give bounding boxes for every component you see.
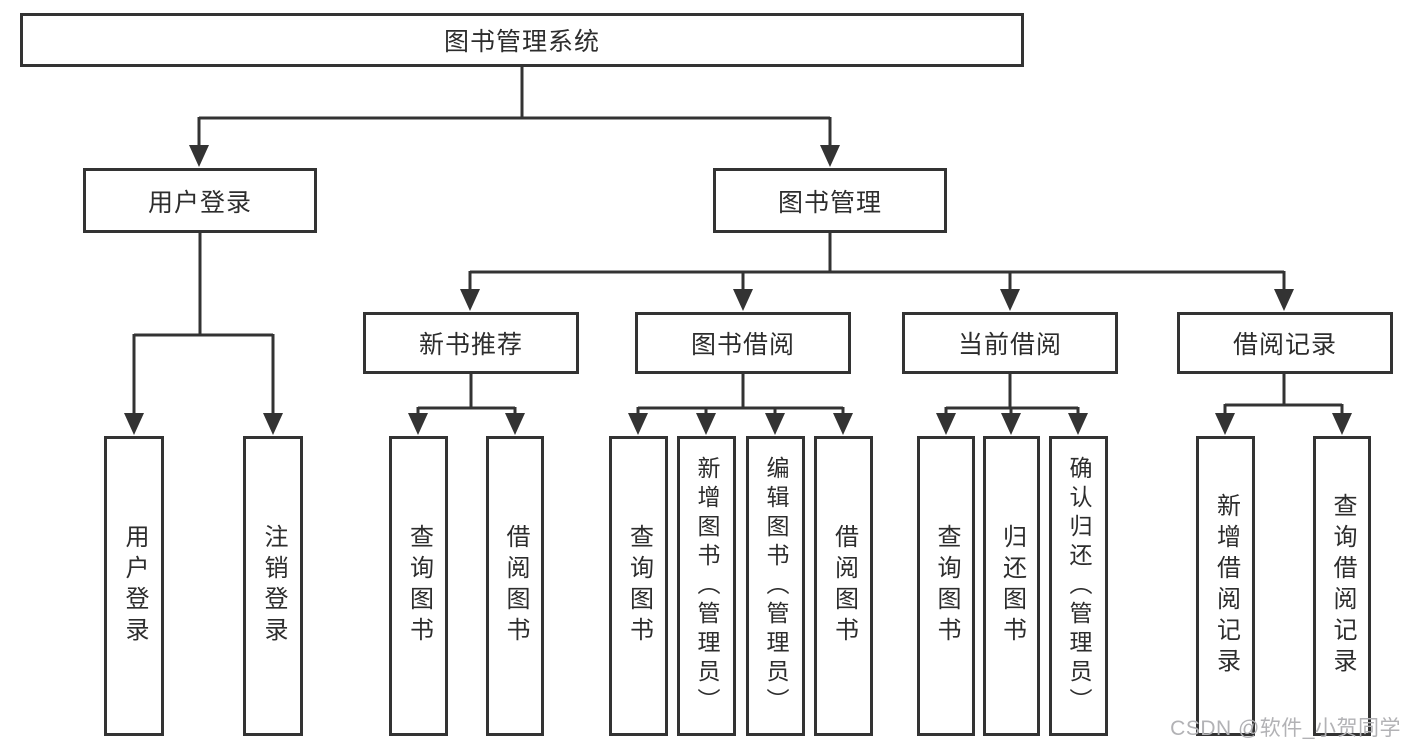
node-book-management-label: 图书管理 <box>777 188 882 217</box>
node-borrowing-records-label: 借阅记录 <box>1232 331 1337 359</box>
node-root-system: 图书管理系统 <box>20 13 1024 67</box>
node-borrowing-records: 借阅记录 <box>1177 312 1393 374</box>
leaf-cb-query-books-label: 查询图书 <box>933 524 960 648</box>
leaf-nbr-query-books: 查询图书 <box>389 436 448 736</box>
leaf-bb-query-books-label: 查询图书 <box>625 524 653 648</box>
leaf-bb-borrow-books: 借阅图书 <box>814 436 873 736</box>
leaf-cb-confirm-return-admin-label: 确认归还（管理员） <box>1066 455 1092 717</box>
leaf-bb-edit-books-admin: 编辑图书（管理员） <box>746 436 805 736</box>
node-new-book-recommend: 新书推荐 <box>363 312 579 374</box>
leaf-bb-edit-books-admin-label: 编辑图书（管理员） <box>763 455 789 717</box>
node-user-login-label: 用户登录 <box>147 188 252 217</box>
leaf-cb-confirm-return-admin: 确认归还（管理员） <box>1049 436 1108 736</box>
leaf-bb-query-books: 查询图书 <box>609 436 668 736</box>
node-book-borrowing: 图书借阅 <box>635 312 851 374</box>
leaf-br-add-record: 新增借阅记录 <box>1196 436 1255 736</box>
node-current-borrowing: 当前借阅 <box>902 312 1118 374</box>
leaf-bb-add-books-admin: 新增图书（管理员） <box>677 436 736 736</box>
node-current-borrowing-label: 当前借阅 <box>957 331 1062 359</box>
leaf-cb-return-books: 归还图书 <box>983 436 1040 736</box>
leaf-cb-return-books-label: 归还图书 <box>998 524 1026 648</box>
node-book-borrowing-label: 图书借阅 <box>690 331 795 359</box>
leaf-user-login-label: 用户登录 <box>121 524 148 648</box>
leaf-logout: 注销登录 <box>243 436 303 736</box>
node-new-book-recommend-label: 新书推荐 <box>418 331 523 359</box>
leaf-bb-borrow-books-label: 借阅图书 <box>830 524 858 648</box>
leaf-nbr-borrow-books-label: 借阅图书 <box>502 524 529 648</box>
leaf-br-add-record-label: 新增借阅记录 <box>1212 493 1240 679</box>
node-root-label: 图书管理系统 <box>443 28 600 56</box>
leaf-br-query-record: 查询借阅记录 <box>1313 436 1371 736</box>
leaf-nbr-query-books-label: 查询图书 <box>405 524 433 648</box>
csdn-watermark: CSDN @软件_小贺同学 <box>1170 717 1401 740</box>
leaf-logout-label: 注销登录 <box>260 524 287 648</box>
leaf-nbr-borrow-books: 借阅图书 <box>486 436 544 736</box>
leaf-cb-query-books: 查询图书 <box>917 436 975 736</box>
node-user-login: 用户登录 <box>83 168 317 233</box>
leaf-user-login: 用户登录 <box>104 436 164 736</box>
node-book-management: 图书管理 <box>713 168 947 233</box>
leaf-br-query-record-label: 查询借阅记录 <box>1329 493 1356 679</box>
leaf-bb-add-books-admin-label: 新增图书（管理员） <box>694 455 720 717</box>
arrowheads <box>124 145 1352 435</box>
